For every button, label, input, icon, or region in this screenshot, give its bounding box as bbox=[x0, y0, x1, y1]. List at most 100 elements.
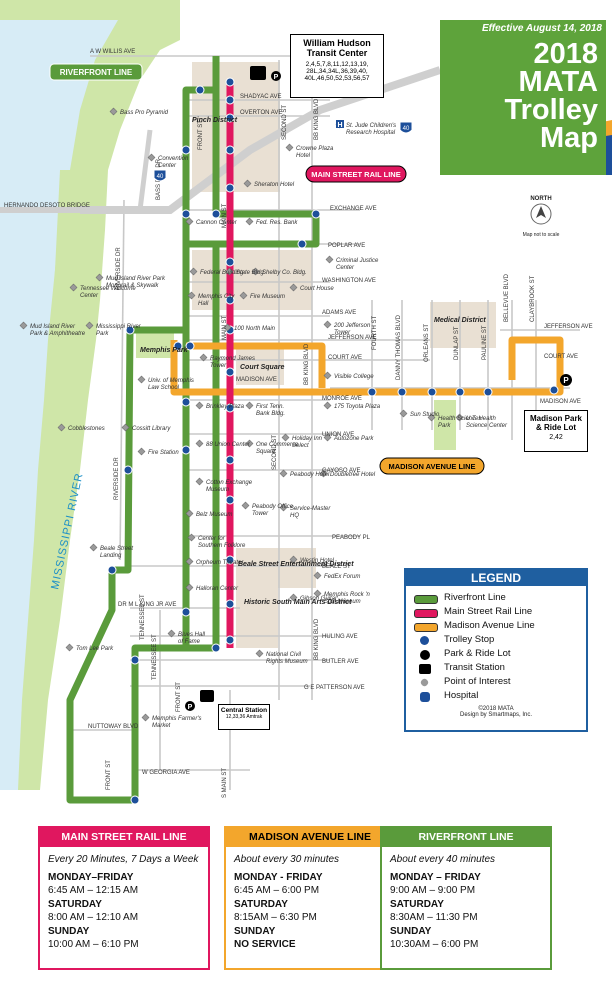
schedule-hours: 6:45 AM – 6:00 PM bbox=[234, 885, 320, 896]
street-label-court-east: COURT AVE bbox=[544, 354, 578, 360]
svg-text:P: P bbox=[563, 376, 569, 385]
schedule-day: MONDAY–FRIDAY bbox=[48, 871, 134, 883]
title-trolley: Trolley bbox=[504, 94, 599, 126]
riverfront-line-route bbox=[66, 56, 320, 804]
street-label-riverside: RIVERSIDE DR bbox=[116, 247, 122, 290]
i40-shield-south: 40 bbox=[153, 169, 167, 182]
svg-text:P: P bbox=[188, 704, 193, 711]
poi-marker-brinkley bbox=[195, 401, 204, 410]
schedule-day: SUNDAY bbox=[234, 925, 276, 937]
main-street-label: MAIN STREET RAIL LINE bbox=[311, 170, 400, 179]
trolley-stop bbox=[130, 795, 140, 805]
title-agency: MATA bbox=[518, 66, 598, 98]
trolley-stop bbox=[185, 341, 195, 351]
poi-label-tom-lee: Tom Lee Park bbox=[76, 646, 114, 652]
poi-marker-farmers bbox=[141, 713, 150, 722]
street-label-bb-king-m: BB KING BLVD bbox=[304, 343, 310, 385]
schedule-title: MADISON AVENUE LINE bbox=[226, 828, 394, 847]
poi-marker-raymond bbox=[199, 353, 208, 362]
street-label-beale: BEALE ST bbox=[322, 564, 351, 570]
central-station-routes: 12,33,36 Amtrak bbox=[225, 714, 263, 720]
poi-label-sheraton: Sheraton Hotel bbox=[254, 182, 295, 188]
poi-label-orpheum: Orpheum Theater bbox=[196, 560, 244, 566]
schedule-day: SATURDAY bbox=[48, 898, 102, 910]
district-label-beale: Beale Street Entertainment District bbox=[238, 561, 354, 568]
transit-station-icon bbox=[250, 66, 266, 80]
i40-shield-north: 40 bbox=[399, 121, 413, 134]
poi-label-shelby: Shelby Co. Bldg. bbox=[262, 270, 307, 276]
legend-label: Hospital bbox=[444, 690, 479, 701]
schedule-title: MAIN STREET RAIL LINE bbox=[40, 828, 208, 847]
street-label-poplar: POPLAR AVE bbox=[328, 243, 365, 249]
madison-park-ride-icon bbox=[560, 374, 572, 386]
poi-label-bass-pro: Bass Pro Pyramid bbox=[120, 110, 169, 116]
street-label-monroe: MONROE AVE bbox=[322, 396, 362, 402]
poi-marker-fedex bbox=[313, 571, 322, 580]
street-label-dunlap: DUNLAP ST bbox=[454, 326, 460, 360]
transit-center-routes-3: 40L,46,50,52,53,56,57 bbox=[304, 75, 370, 82]
poi-marker-holiday bbox=[281, 433, 290, 442]
trolley-stop bbox=[225, 635, 235, 645]
street-label-butler: BUTLER AVE bbox=[322, 659, 359, 665]
trolley-stop bbox=[107, 565, 117, 575]
poi-label-federal: Federal Building bbox=[200, 270, 244, 276]
trolley-stop bbox=[181, 209, 191, 219]
trolley-stop bbox=[225, 555, 235, 565]
poi-label-belz: Belz Museum bbox=[196, 512, 232, 518]
poi-marker-belz bbox=[185, 509, 194, 518]
poi-marker-north-main bbox=[223, 323, 232, 332]
district-label-pinch: Pinch District bbox=[192, 117, 238, 124]
madison-label: MADISON AVENUE LINE bbox=[388, 462, 475, 471]
poi-label-sun: Sun Studio bbox=[410, 412, 440, 418]
schedule-hours: 8:00 AM – 12:10 AM bbox=[48, 912, 139, 923]
street-label-ge-patterson: G E PATTERSON AVE bbox=[304, 685, 365, 691]
schedule-day: SUNDAY bbox=[48, 925, 90, 937]
poi-marker-fed-res bbox=[245, 217, 254, 226]
schedule-day: SUNDAY bbox=[390, 925, 432, 937]
legend-swatch-icon bbox=[420, 692, 430, 702]
poi-marker-orpheum bbox=[185, 557, 194, 566]
legend-swatch-icon bbox=[414, 609, 438, 618]
legend-label: Point of Interest bbox=[444, 676, 511, 687]
credit-copyright: ©2018 MATA bbox=[478, 706, 514, 712]
legend-swatch-icon bbox=[419, 664, 431, 674]
street-label-main-2: MAIN ST bbox=[222, 315, 228, 340]
district-beale bbox=[236, 548, 316, 588]
poi-marker-peabody-office bbox=[241, 501, 250, 510]
schedule-hours: 6:45 AM – 12:15 AM bbox=[48, 885, 139, 896]
legend-swatch-icon bbox=[420, 636, 429, 645]
poi-marker-sheraton bbox=[243, 179, 252, 188]
poi-marker-miss-park bbox=[85, 321, 94, 330]
trolley-stop bbox=[181, 445, 191, 455]
street-label-adams: ADAMS AVE bbox=[322, 310, 356, 316]
poi-label-doubletree: Doubletree Hotel bbox=[330, 472, 376, 478]
park-ride-name-1: Madison Park bbox=[529, 414, 582, 423]
street-label-huling: HULING AVE bbox=[322, 634, 358, 640]
poi-label-fire-museum: Fire Museum bbox=[250, 294, 285, 300]
trolley-stop bbox=[225, 77, 235, 87]
title-map: Map bbox=[540, 122, 598, 154]
trolley-stop bbox=[367, 387, 377, 397]
street-label-mlk: DR M L KING JR AVE bbox=[118, 602, 176, 608]
memphis-park-green bbox=[136, 330, 174, 358]
street-label-front: FRONT ST bbox=[198, 120, 204, 150]
poi-marker-sun bbox=[399, 409, 408, 418]
poi-marker-cossitt bbox=[121, 423, 130, 432]
poi-label-fed-res: Fed. Res. Bank bbox=[256, 220, 298, 226]
bass-pro-dr bbox=[137, 129, 153, 211]
street-label-tennessee-s: TENNESSEE ST bbox=[152, 634, 158, 680]
street-label-exchange: EXCHANGE AVE bbox=[330, 206, 377, 212]
trolley-stop bbox=[225, 183, 235, 193]
street-label-washington: WASHINGTON AVE bbox=[322, 278, 376, 284]
